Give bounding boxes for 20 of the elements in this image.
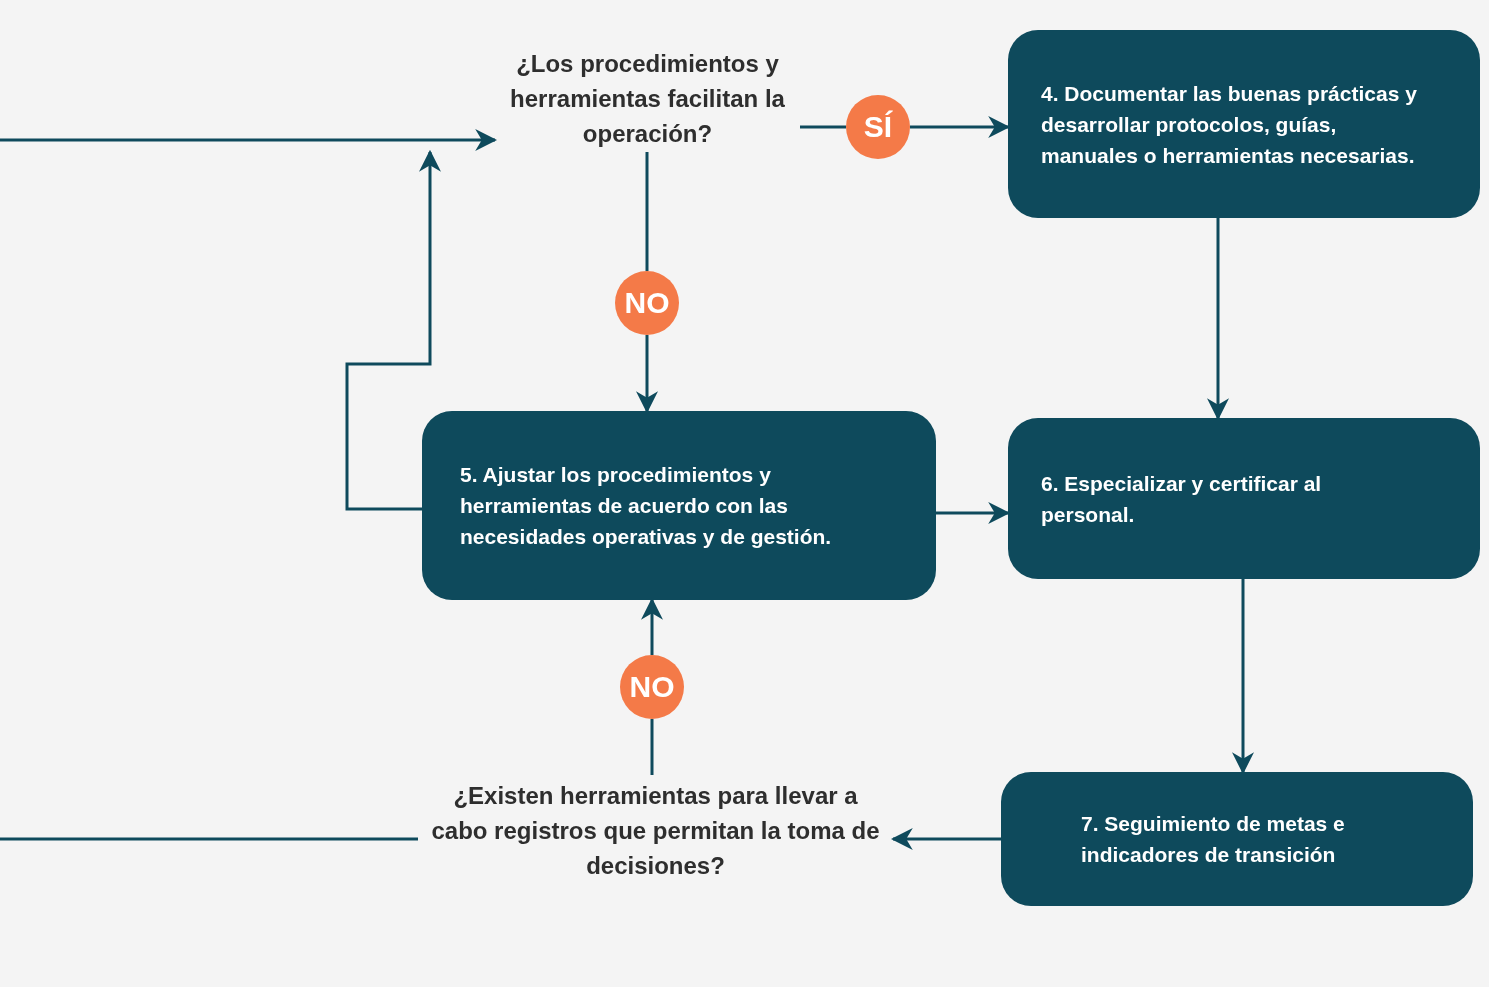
process-box: 4. Documentar las buenas prácticas y desarrollar protocolos, guías, manuales o herramientas necesarias. <box>1008 30 1480 218</box>
process-box: 7. Seguimiento de metas e indicadores de transición <box>1001 772 1473 906</box>
answer-circle: NO <box>615 271 679 335</box>
connector-line <box>650 719 654 775</box>
arrow <box>636 335 658 414</box>
arrow <box>345 149 441 511</box>
question-text: ¿Existen herramientas para llevar a cabo registros que permitan la toma de decisiones? <box>430 780 881 881</box>
arrow <box>890 828 1001 850</box>
process-box: 6. Especializar y certificar al personal. <box>1008 418 1480 579</box>
arrow <box>0 129 498 151</box>
arrow <box>1232 579 1254 775</box>
question-text: ¿Los procedimientos y herramientas facilitan la operación? <box>509 49 786 149</box>
connector-line <box>645 152 649 271</box>
answer-circle: NO <box>620 655 684 719</box>
arrow <box>1207 218 1229 421</box>
connector-line <box>0 837 418 841</box>
answer-circle: SÍ <box>846 95 910 159</box>
process-box: 5. Ajustar los procedimientos y herramientas de acuerdo con las necesidades operativas y de gestión. <box>422 411 936 600</box>
arrow <box>641 597 663 655</box>
connector-line <box>800 125 846 129</box>
